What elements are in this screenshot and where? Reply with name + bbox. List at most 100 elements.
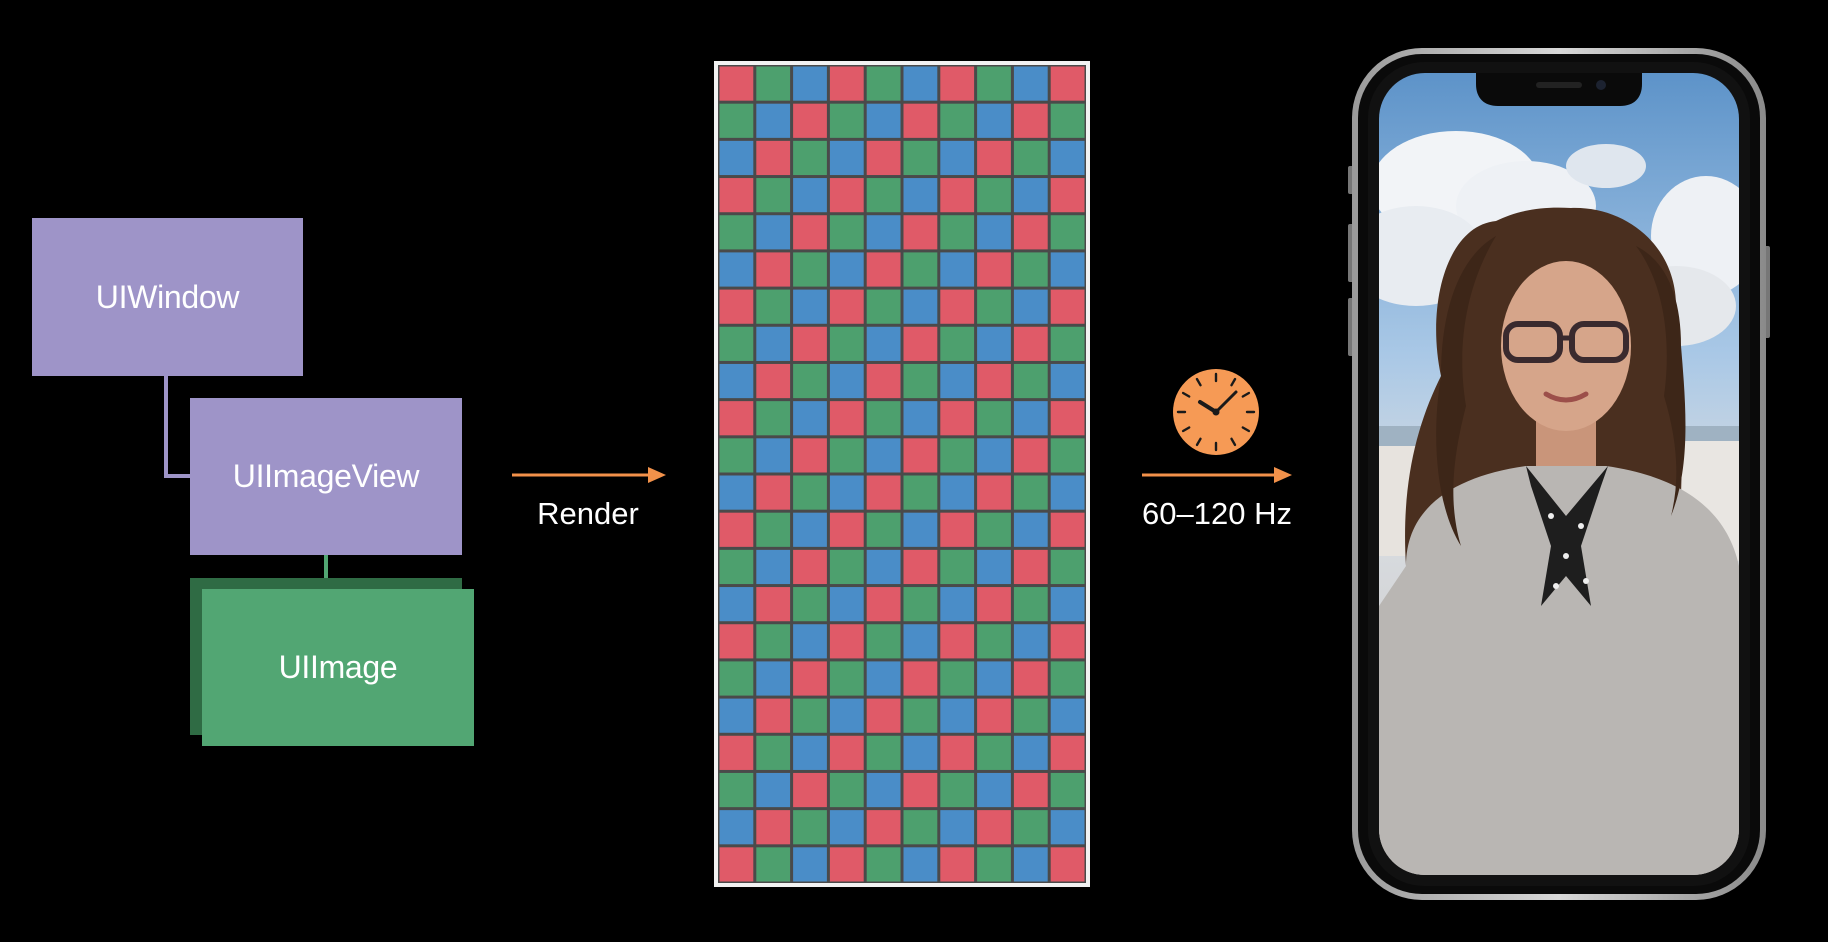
framebuffer-pixel bbox=[1013, 475, 1048, 510]
framebuffer-pixel bbox=[793, 401, 827, 436]
framebuffer-pixel bbox=[977, 326, 1011, 361]
framebuffer-grid bbox=[714, 61, 1090, 887]
framebuffer-pixel bbox=[1050, 587, 1085, 622]
framebuffer-pixel bbox=[829, 512, 864, 547]
framebuffer-pixel bbox=[903, 252, 938, 287]
framebuffer-pixel bbox=[719, 252, 754, 287]
framebuffer-pixel bbox=[866, 252, 901, 287]
framebuffer-pixel bbox=[1050, 326, 1085, 361]
clock-icon bbox=[1173, 369, 1259, 455]
framebuffer-pixel bbox=[903, 178, 938, 213]
framebuffer-pixel bbox=[793, 735, 827, 770]
framebuffer-pixel bbox=[866, 512, 901, 547]
framebuffer-pixel bbox=[977, 512, 1011, 547]
framebuffer-pixel bbox=[977, 475, 1011, 510]
framebuffer-pixel bbox=[903, 810, 938, 845]
framebuffer-pixel bbox=[1013, 363, 1048, 399]
framebuffer-pixel bbox=[719, 438, 754, 473]
framebuffer-pixel bbox=[903, 401, 938, 436]
framebuffer-pixel bbox=[829, 140, 864, 176]
framebuffer-pixel bbox=[866, 772, 901, 808]
framebuffer-pixel bbox=[1050, 772, 1085, 808]
render-label: Render bbox=[537, 496, 639, 531]
framebuffer-pixel bbox=[903, 847, 938, 882]
framebuffer-pixel bbox=[1050, 140, 1085, 176]
framebuffer-pixel bbox=[940, 103, 975, 138]
framebuffer-pixel bbox=[793, 512, 827, 547]
framebuffer-pixel bbox=[793, 661, 827, 696]
framebuffer-pixel bbox=[719, 103, 754, 138]
framebuffer-pixel bbox=[793, 587, 827, 622]
framebuffer-pixel bbox=[903, 587, 938, 622]
framebuffer-pixel bbox=[793, 326, 827, 361]
framebuffer-pixel bbox=[793, 810, 827, 845]
framebuffer-pixel bbox=[719, 772, 754, 808]
framebuffer-pixel bbox=[977, 438, 1011, 473]
framebuffer-pixel bbox=[1050, 810, 1085, 845]
framebuffer-pixel bbox=[793, 103, 827, 138]
window-to-imageview-connector-horizontal bbox=[164, 474, 194, 478]
framebuffer-pixel bbox=[903, 289, 938, 324]
framebuffer-pixel bbox=[829, 772, 864, 808]
framebuffer-pixel bbox=[829, 326, 864, 361]
framebuffer-pixel bbox=[866, 215, 901, 250]
framebuffer-pixel bbox=[719, 475, 754, 510]
framebuffer-pixel bbox=[829, 810, 864, 845]
framebuffer-pixel bbox=[940, 66, 975, 101]
framebuffer-pixel bbox=[719, 661, 754, 696]
framebuffer-pixel bbox=[940, 512, 975, 547]
framebuffer-pixel bbox=[793, 698, 827, 733]
framebuffer-pixel bbox=[829, 178, 864, 213]
framebuffer-pixel bbox=[829, 587, 864, 622]
framebuffer-pixel bbox=[940, 475, 975, 510]
framebuffer-pixel bbox=[756, 475, 791, 510]
framebuffer-pixel bbox=[866, 735, 901, 770]
framebuffer-pixel bbox=[793, 549, 827, 585]
framebuffer-pixel bbox=[1013, 326, 1048, 361]
framebuffer-pixel bbox=[756, 847, 791, 882]
framebuffer-pixel bbox=[829, 363, 864, 399]
framebuffer-pixel bbox=[977, 363, 1011, 399]
framebuffer-pixel bbox=[756, 363, 791, 399]
framebuffer-pixel bbox=[977, 103, 1011, 138]
framebuffer-pixel bbox=[903, 475, 938, 510]
framebuffer-pixel bbox=[756, 698, 791, 733]
framebuffer-pixel bbox=[977, 624, 1011, 659]
framebuffer-pixel bbox=[756, 735, 791, 770]
framebuffer-pixel bbox=[866, 661, 901, 696]
window-to-imageview-connector bbox=[164, 374, 168, 478]
framebuffer-pixel bbox=[977, 178, 1011, 213]
framebuffer-pixel bbox=[793, 475, 827, 510]
framebuffer-pixel bbox=[719, 587, 754, 622]
framebuffer-pixel bbox=[903, 363, 938, 399]
phone-illustration bbox=[1346, 46, 1772, 907]
framebuffer-pixel bbox=[940, 326, 975, 361]
framebuffer-pixel bbox=[829, 549, 864, 585]
framebuffer-pixel bbox=[719, 326, 754, 361]
framebuffer-pixel bbox=[829, 66, 864, 101]
framebuffer-pixel bbox=[903, 772, 938, 808]
framebuffer-pixel bbox=[940, 363, 975, 399]
framebuffer-pixel bbox=[903, 326, 938, 361]
framebuffer-pixel bbox=[719, 215, 754, 250]
framebuffer-pixel bbox=[1050, 178, 1085, 213]
framebuffer-pixels bbox=[718, 65, 1086, 883]
framebuffer-pixel bbox=[719, 549, 754, 585]
framebuffer-pixel bbox=[1013, 698, 1048, 733]
framebuffer-pixel bbox=[866, 475, 901, 510]
framebuffer-pixel bbox=[719, 140, 754, 176]
framebuffer-pixel bbox=[866, 401, 901, 436]
framebuffer-pixel bbox=[903, 698, 938, 733]
framebuffer-pixel bbox=[940, 847, 975, 882]
framebuffer-pixel bbox=[1013, 661, 1048, 696]
framebuffer-pixel bbox=[829, 289, 864, 324]
framebuffer-pixel bbox=[829, 847, 864, 882]
framebuffer-pixel bbox=[829, 252, 864, 287]
framebuffer-pixel bbox=[756, 103, 791, 138]
framebuffer-pixel bbox=[1013, 772, 1048, 808]
framebuffer-pixel bbox=[1050, 698, 1085, 733]
framebuffer-pixel bbox=[756, 549, 791, 585]
framebuffer-pixel bbox=[1013, 735, 1048, 770]
render-arrow bbox=[512, 467, 666, 483]
framebuffer-pixel bbox=[719, 810, 754, 845]
